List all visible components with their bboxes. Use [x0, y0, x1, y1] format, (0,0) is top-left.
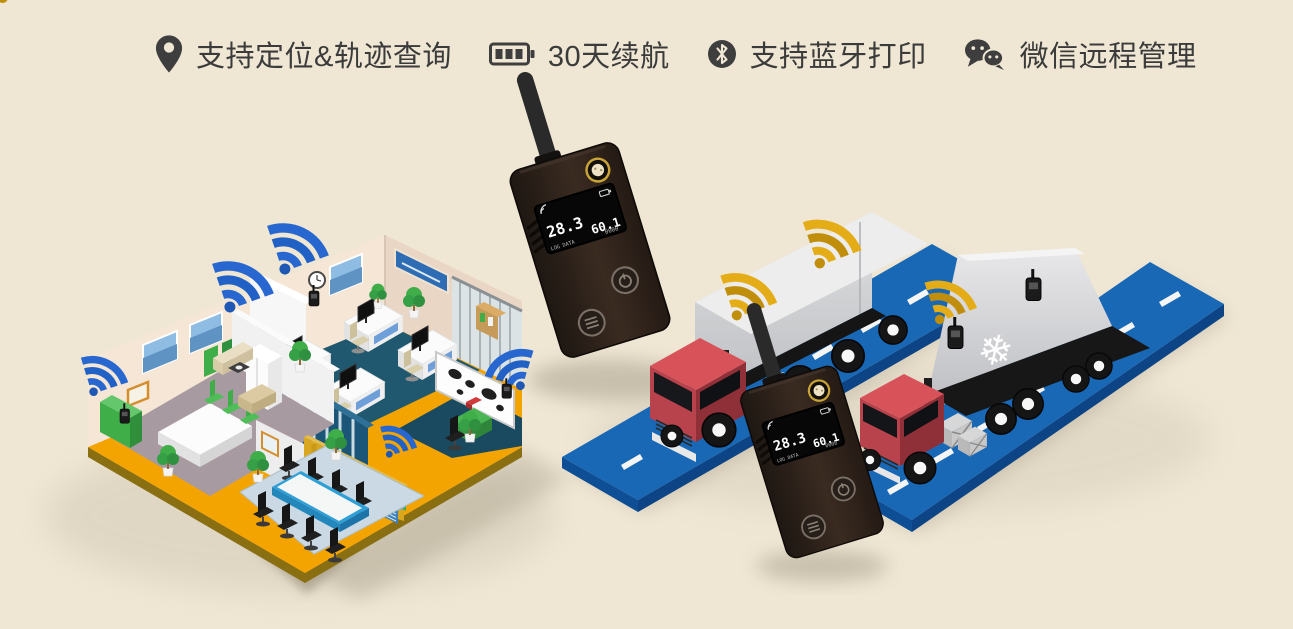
green-counter — [100, 395, 142, 448]
break-room-partition — [232, 309, 340, 424]
feature-item-positioning: 支持定位&轨迹查询 — [155, 33, 452, 75]
office-windows — [142, 252, 363, 375]
feature-label-battery: 30天续航 — [547, 41, 670, 73]
feature-item-bluetooth: 支持蓝牙打印 — [707, 33, 927, 75]
world-map-board — [435, 350, 515, 430]
truck-2-cab — [859, 374, 944, 485]
office-sign — [394, 247, 449, 295]
truck-wheel — [878, 315, 908, 345]
wall-clock — [308, 271, 326, 289]
freezer-trailer: ❄ — [928, 248, 1150, 416]
office-illustration — [88, 235, 523, 583]
truck-wheel — [1062, 365, 1090, 393]
feature-item-wechat: 微信远程管理 — [964, 33, 1197, 75]
truck-wheel — [1012, 388, 1044, 420]
wechat-icon — [964, 37, 1007, 71]
truck-wheel — [985, 403, 1017, 435]
feature-label-positioning: 支持定位&轨迹查询 — [196, 41, 452, 73]
meeting-room — [239, 420, 426, 564]
truck-2: ❄ — [859, 248, 1150, 485]
conference-table — [272, 471, 369, 532]
lounge — [213, 342, 276, 414]
wall-shelf — [476, 302, 506, 340]
truck-wheel — [1085, 352, 1113, 380]
break-room-table — [158, 403, 252, 467]
feature-header: 支持定位&轨迹查询 30天续航 支持蓝牙打印 — [155, 33, 1197, 75]
feature-label-bluetooth: 支持蓝牙打印 — [749, 41, 927, 73]
feature-item-battery: 30天续航 — [488, 33, 670, 75]
battery-icon — [488, 41, 535, 67]
truck-1-cab — [650, 338, 746, 462]
location-pin-icon — [155, 34, 183, 74]
feature-label-wechat: 微信远程管理 — [1019, 41, 1197, 73]
truck-wheel — [830, 338, 866, 374]
bluetooth-icon — [707, 39, 737, 69]
wifi-signal-icon — [0, 0, 44, 3]
